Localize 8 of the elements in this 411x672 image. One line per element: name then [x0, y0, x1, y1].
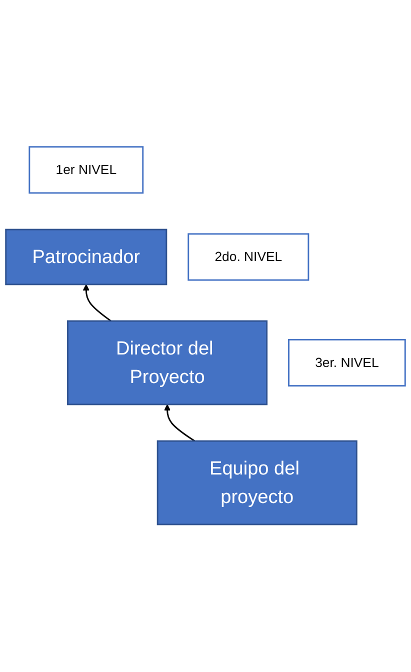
node-box: 1er NIVEL — [28, 146, 144, 194]
node-box: 2do. NIVEL — [188, 234, 310, 282]
node-box: 3er. NIVEL — [288, 339, 406, 387]
node-box: Patrocinador — [5, 229, 168, 286]
node-box: Director del Proyecto — [67, 320, 268, 406]
arrow — [82, 284, 112, 322]
arrow — [164, 404, 196, 442]
node-box: Equipo del proyecto — [156, 440, 358, 526]
